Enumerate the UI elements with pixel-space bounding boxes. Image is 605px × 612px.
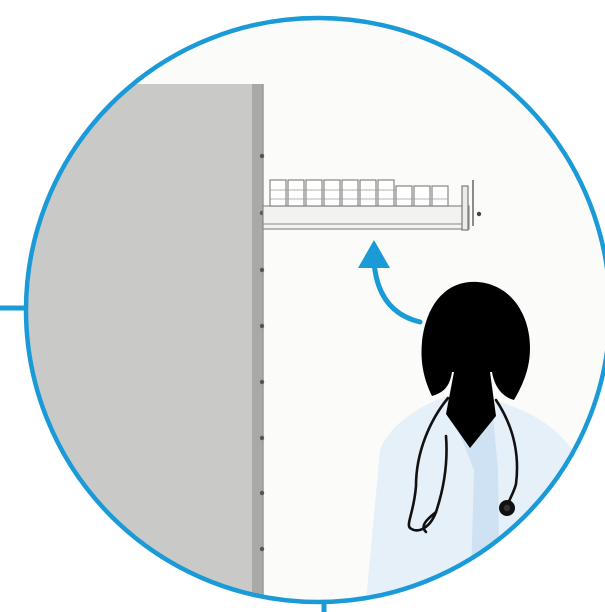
curved-arrow-up-icon: [358, 240, 423, 325]
pull-out-tray-icon: [262, 179, 482, 231]
storage-cabinet: [26, 84, 265, 602]
frame-circle: [23, 15, 605, 605]
